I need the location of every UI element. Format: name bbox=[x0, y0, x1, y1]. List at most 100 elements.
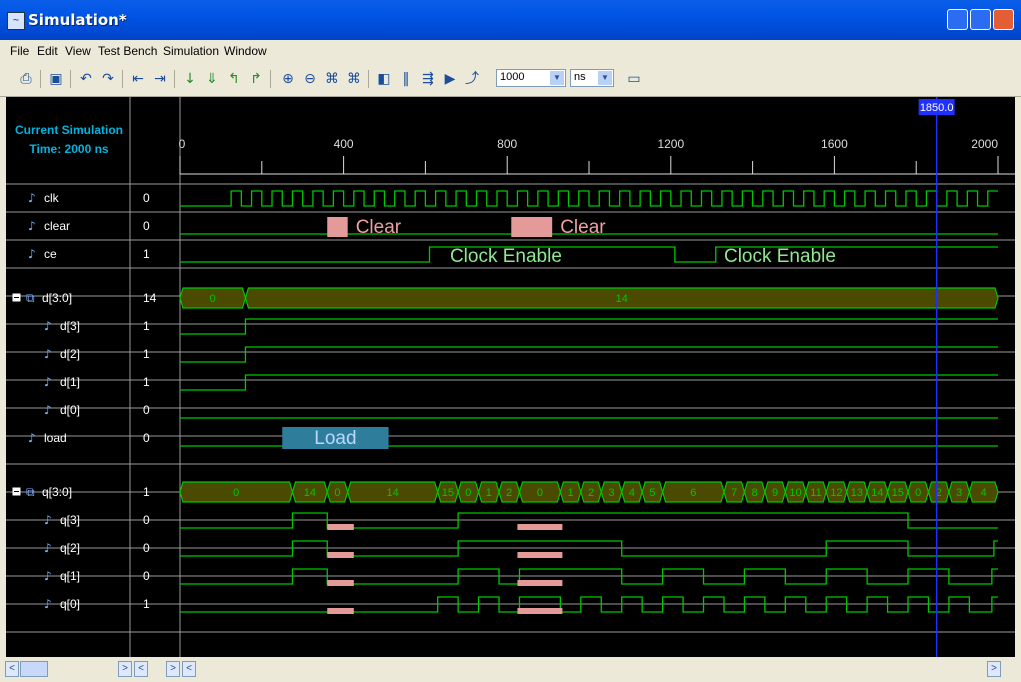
waveform-clk bbox=[180, 190, 998, 207]
undo-icon[interactable]: ↶ bbox=[80, 71, 92, 87]
bus-segment bbox=[244, 287, 999, 309]
signal-name-11: q[2] bbox=[60, 541, 80, 555]
grid bbox=[6, 97, 1015, 657]
menu-file[interactable]: File bbox=[10, 44, 30, 58]
run-time-value: 1000 bbox=[500, 71, 525, 83]
scroll-right-button-3[interactable]: > bbox=[987, 661, 1001, 677]
signal-value-2: 1 bbox=[143, 247, 150, 261]
bus-segment bbox=[723, 481, 746, 503]
chevron-down-icon[interactable]: ▼ bbox=[598, 71, 612, 85]
time-tick-label: 800 bbox=[497, 137, 517, 151]
restart-icon[interactable]: ◧ bbox=[377, 71, 391, 87]
scroll-right-button[interactable]: > bbox=[118, 661, 132, 677]
run-for-icon[interactable]: ⤴ bbox=[465, 71, 479, 87]
bus-value: 15 bbox=[892, 487, 904, 499]
print-icon[interactable]: ⎙ bbox=[20, 71, 32, 87]
bus-segment bbox=[825, 481, 848, 503]
time-unit-select[interactable]: ns ▼ bbox=[570, 69, 614, 87]
align-left-icon[interactable]: ⇤ bbox=[132, 71, 144, 87]
bus-value: 12 bbox=[830, 487, 842, 499]
signal-value-10: 0 bbox=[143, 513, 150, 527]
maximize-button[interactable] bbox=[970, 9, 991, 30]
zoom-in-icon[interactable]: ⊕ bbox=[282, 71, 294, 87]
signal-name-13: q[0] bbox=[60, 597, 80, 611]
scroll-right-button-2[interactable]: > bbox=[166, 661, 180, 677]
clock-enable-label: Clock Enable bbox=[724, 246, 836, 267]
time-unit-value: ns bbox=[574, 71, 586, 83]
bus-segment bbox=[600, 481, 623, 503]
bus-value: 4 bbox=[981, 487, 987, 499]
run-time-input[interactable]: 1000 ▼ bbox=[496, 69, 566, 87]
menu-bar: File Edit View Test Bench Simulation Win… bbox=[0, 40, 1021, 62]
menu-view[interactable]: View bbox=[65, 44, 91, 58]
bus-value: 13 bbox=[851, 487, 863, 499]
scroll-left-button[interactable]: < bbox=[5, 661, 19, 677]
scroll-left-button-2[interactable]: < bbox=[134, 661, 148, 677]
bus-segment bbox=[518, 481, 561, 503]
run-icon[interactable]: ▶ bbox=[444, 71, 456, 87]
signal-names: ♪clk♪clear♪ce⧉d[3:0]♪d[3]♪d[2]♪d[1]♪d[0]… bbox=[12, 191, 80, 611]
bus-value: 0 bbox=[915, 487, 921, 499]
clear-highlight bbox=[511, 217, 553, 237]
pause-icon[interactable]: ‖ bbox=[402, 71, 410, 87]
clock-enable-label: Clock Enable bbox=[450, 246, 562, 267]
toolbar-separator bbox=[122, 70, 123, 88]
scroll-left-button-3[interactable]: < bbox=[182, 661, 196, 677]
window-tile-icon[interactable]: ▭ bbox=[627, 71, 641, 87]
bus-value: 2 bbox=[588, 487, 594, 499]
redo-icon[interactable]: ↷ bbox=[102, 71, 114, 87]
zoom-full-icon[interactable]: ⌘ bbox=[347, 71, 361, 87]
signal-name-2: ce bbox=[44, 247, 57, 261]
signal-icon: ♪ bbox=[44, 597, 52, 611]
bus-segment bbox=[866, 481, 889, 503]
signal-icon: ♪ bbox=[44, 569, 52, 583]
signal-value-8: 0 bbox=[143, 431, 150, 445]
bus-segment bbox=[927, 481, 950, 503]
align-right-icon[interactable]: ⇥ bbox=[154, 71, 166, 87]
save-icon[interactable]: ▣ bbox=[49, 71, 63, 87]
step-back-icon[interactable]: ↰ bbox=[228, 71, 240, 87]
signal-value-0: 0 bbox=[143, 191, 150, 205]
menu-simulation[interactable]: Simulation bbox=[163, 44, 220, 58]
bus-value: 10 bbox=[789, 487, 801, 499]
minimize-button[interactable] bbox=[947, 9, 968, 30]
bus-segment bbox=[179, 481, 294, 503]
bus-value: 9 bbox=[772, 487, 778, 499]
chevron-down-icon[interactable]: ▼ bbox=[550, 71, 564, 85]
bus-segment bbox=[784, 481, 807, 503]
menu-test-bench[interactable]: Test Bench bbox=[98, 44, 158, 58]
waveform-d[3] bbox=[180, 318, 998, 335]
waveform-q[1] bbox=[180, 568, 998, 585]
clear-effect-mark bbox=[517, 524, 563, 530]
toolbar-separator bbox=[174, 70, 175, 88]
step-over-icon[interactable]: ↱ bbox=[250, 71, 262, 87]
time-cursor[interactable]: 1850.0 bbox=[918, 97, 955, 657]
signal-icon: ♪ bbox=[44, 403, 52, 417]
signal-icon: ♪ bbox=[44, 541, 52, 555]
zoom-out-icon[interactable]: ⊖ bbox=[304, 71, 316, 87]
signal-value-13: 1 bbox=[143, 597, 150, 611]
signal-name-9: q[3:0] bbox=[42, 485, 72, 499]
bus-value: 14 bbox=[616, 293, 628, 305]
signal-icon: ♪ bbox=[44, 347, 52, 361]
zoom-fit-icon[interactable]: ⌘ bbox=[325, 71, 339, 87]
step-down-icon[interactable]: ↓ bbox=[184, 71, 196, 87]
toolbar-separator bbox=[270, 70, 271, 88]
menu-edit[interactable]: Edit bbox=[37, 44, 58, 58]
clear-effect-mark bbox=[517, 580, 563, 586]
signal-name-8: load bbox=[44, 431, 67, 445]
bus-segment bbox=[743, 481, 766, 503]
scroll-thumb[interactable] bbox=[20, 661, 48, 677]
signal-icon: ♪ bbox=[28, 247, 36, 261]
step-into-icon[interactable]: ⇓ bbox=[206, 71, 218, 87]
signal-name-12: q[1] bbox=[60, 569, 80, 583]
signal-icon: ♪ bbox=[28, 431, 36, 445]
close-button[interactable] bbox=[993, 9, 1014, 30]
run-to-icon[interactable]: ⇶ bbox=[422, 71, 434, 87]
bus-segment bbox=[886, 481, 909, 503]
signal-name-4: d[3] bbox=[60, 319, 80, 333]
menu-window[interactable]: Window bbox=[224, 44, 267, 58]
